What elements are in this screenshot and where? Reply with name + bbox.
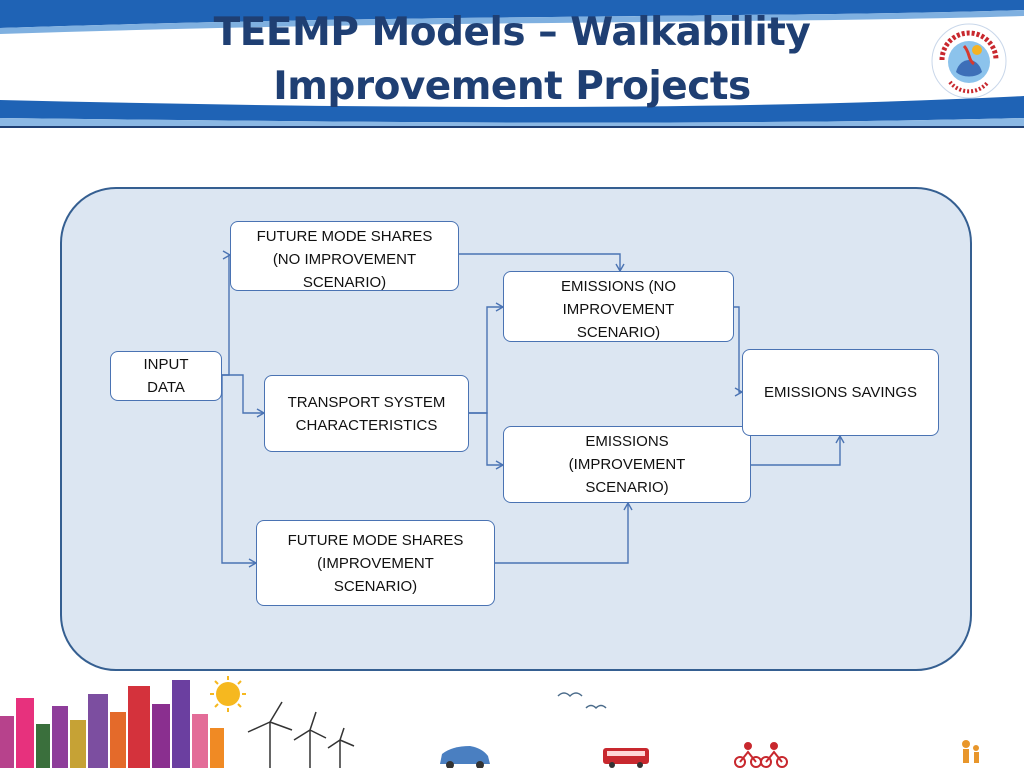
emissions-improvement-node: EMISSIONS (IMPROVEMENT SCENARIO) [503, 426, 751, 503]
sun-icon [210, 676, 246, 712]
pedestrians-icon [962, 740, 979, 763]
emissions-savings-node: EMISSIONS SAVINGS [742, 349, 939, 436]
page-title: TEEMP Models – Walkability Improvement P… [120, 6, 904, 114]
car-icon [440, 746, 490, 768]
wind-turbines-icon [247, 701, 355, 768]
slide-header: TEEMP Models – Walkability Improvement P… [0, 0, 1024, 130]
header-wave-band [0, 0, 1024, 128]
future-mode-shares-no-improvement-node: FUTURE MODE SHARES (NO IMPROVEMENT SCENA… [230, 221, 459, 291]
footer-city-skyline [0, 676, 979, 768]
title-line-2: Improvement Projects [273, 64, 751, 109]
cyclists-icon [734, 742, 788, 768]
future-mode-shares-improvement-node: FUTURE MODE SHARES (IMPROVEMENT SCENARIO… [256, 520, 495, 606]
emissions-no-improvement-node: EMISSIONS (NO IMPROVEMENT SCENARIO) [503, 271, 734, 342]
input-data-node: INPUT DATA [110, 351, 222, 401]
transport-system-characteristics-node: TRANSPORT SYSTEM CHARACTERISTICS [264, 375, 469, 452]
birds-icon [557, 692, 607, 710]
clean-air-initiative-logo [931, 23, 1007, 99]
bus-icon [603, 748, 649, 768]
title-line-1: TEEMP Models – Walkability [213, 10, 811, 55]
